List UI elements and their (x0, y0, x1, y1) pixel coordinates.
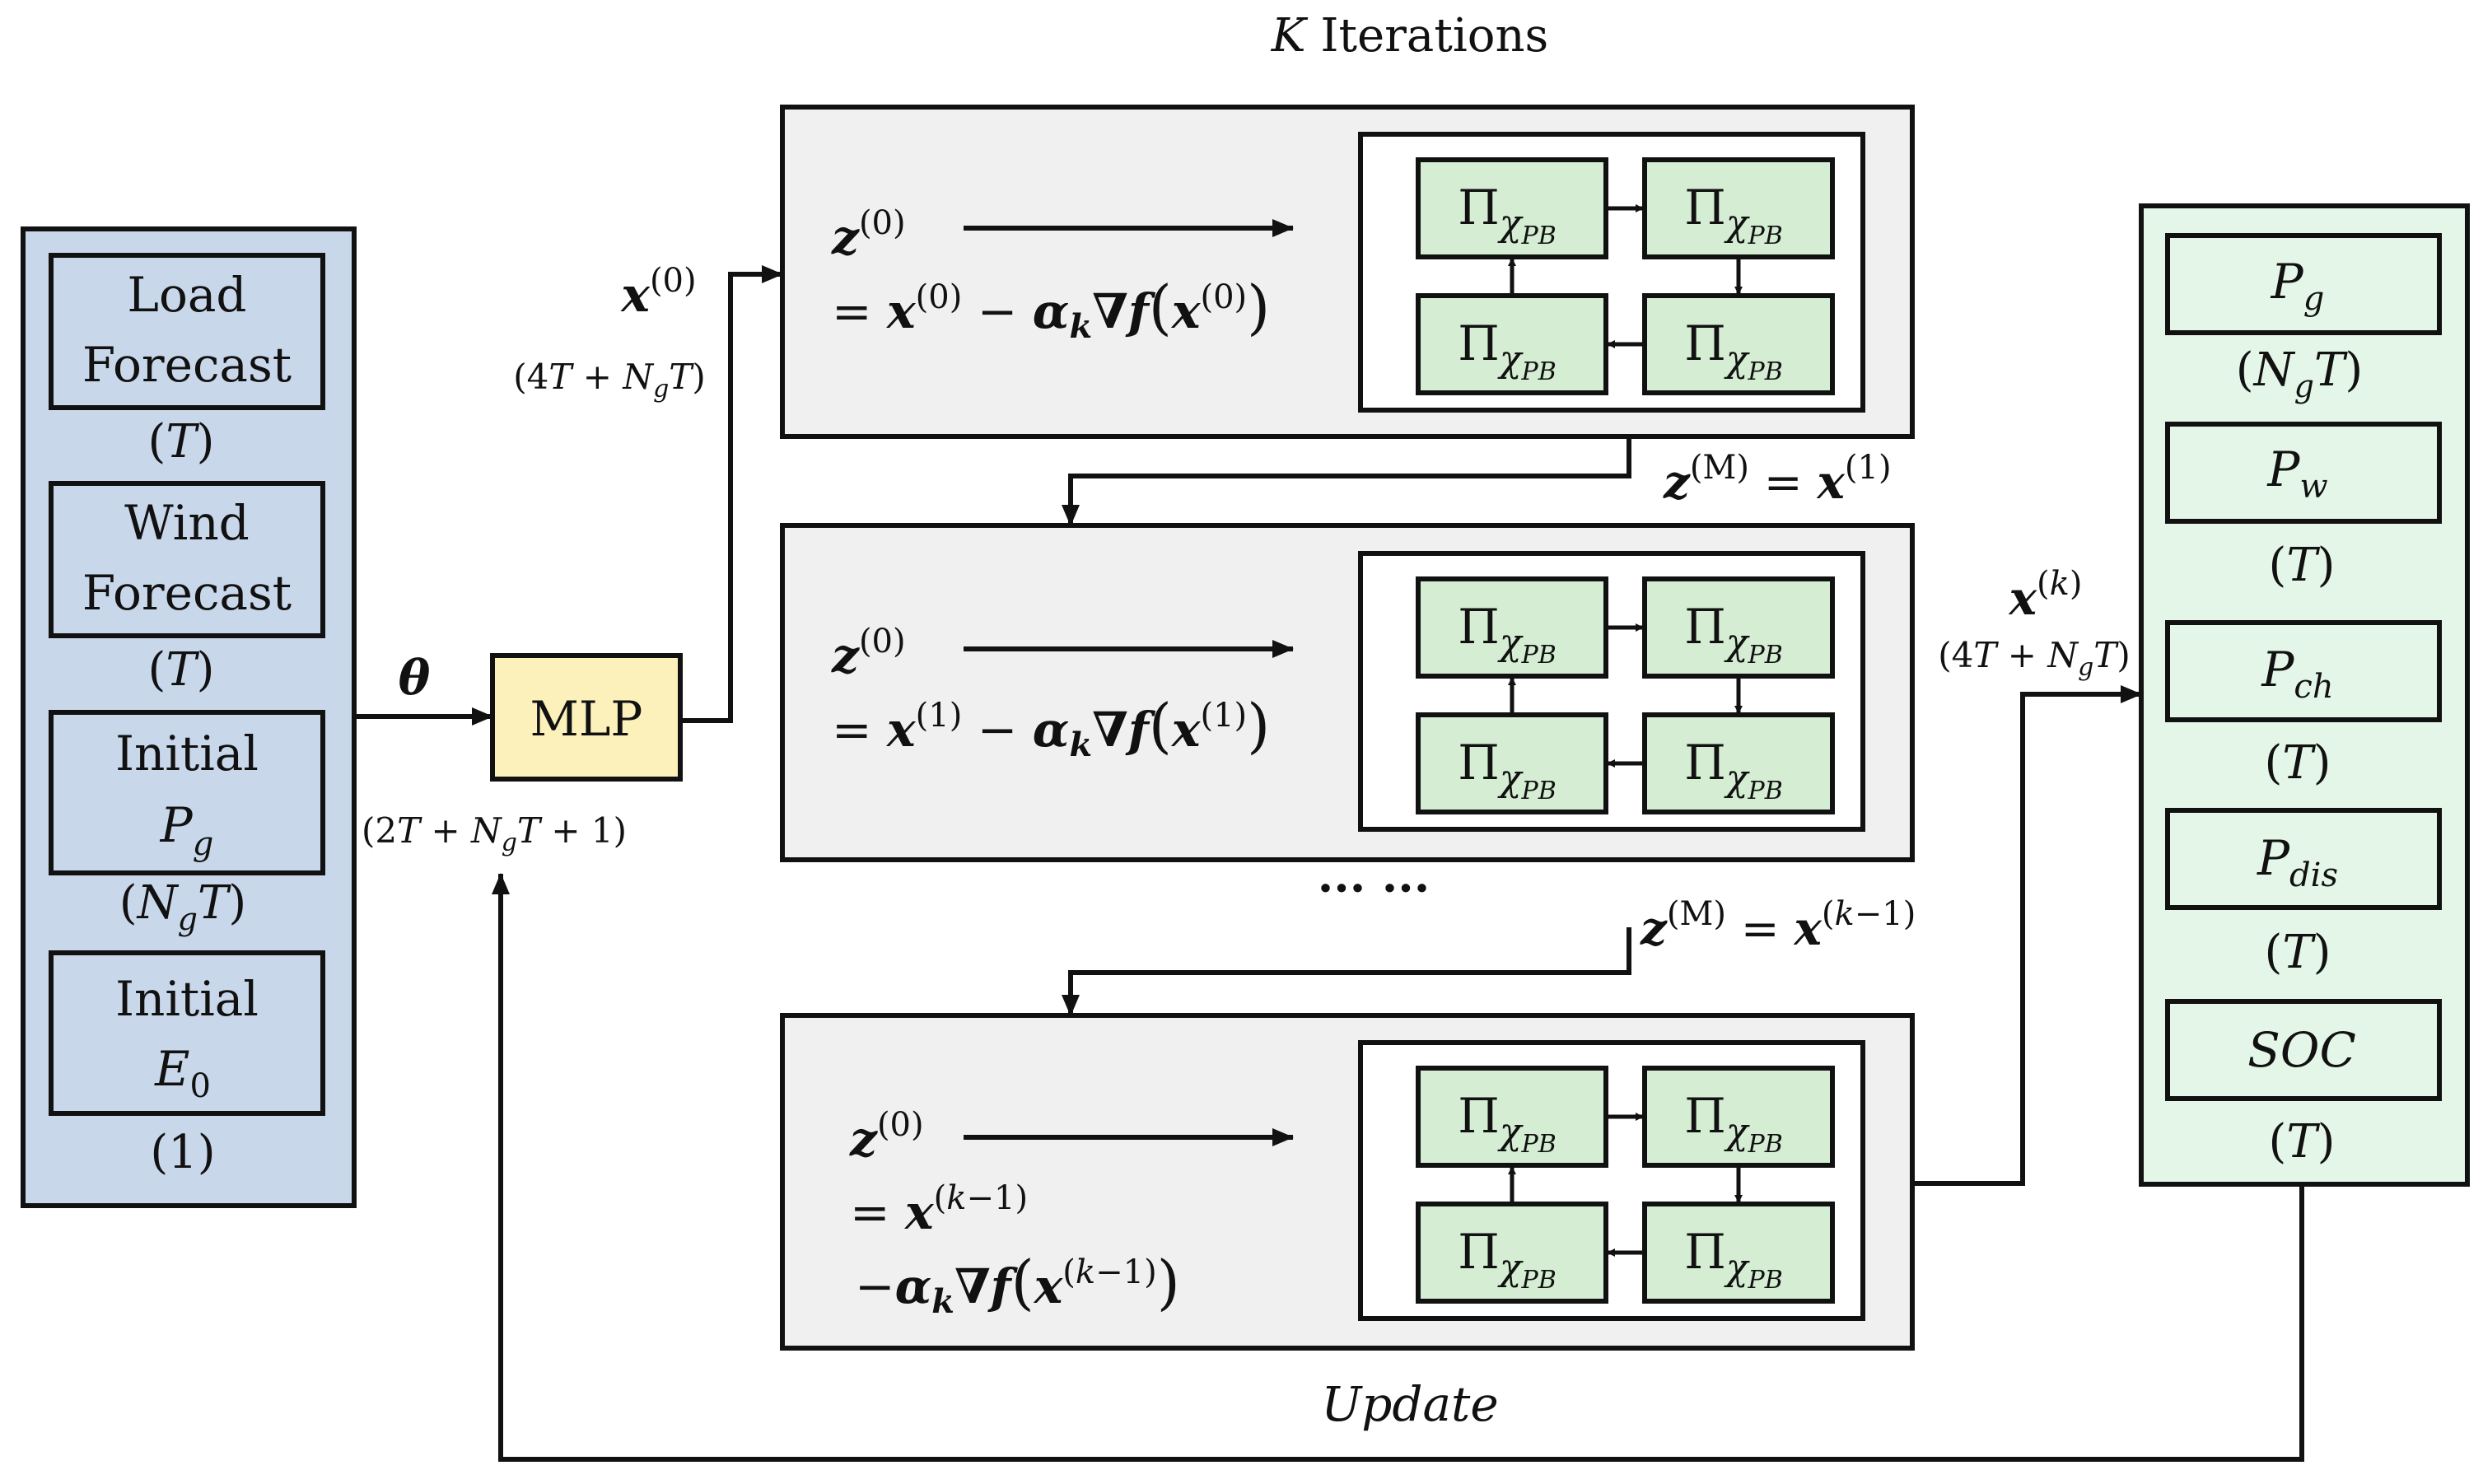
mlp-box (490, 653, 683, 782)
xk-label: x(k) (2009, 565, 2083, 626)
feedback-arrow (492, 873, 2304, 1462)
output-box-pg (2165, 233, 2442, 335)
input-load-dim: (T) (147, 415, 214, 469)
projection-label-1-bl: ΠχPB (1458, 315, 1557, 386)
link-arrow-1 (1062, 436, 1631, 526)
projection-groups: ΠχPB ΠχPB ΠχPB ΠχPB ΠχPB ΠχPB ΠχPB ΠχPB ΠχPB ΠχPB… (1358, 132, 1865, 1321)
projection-box-1-br (1642, 293, 1835, 395)
iter3-z: z(0) (849, 1106, 924, 1167)
input-e0-line2: E0 (154, 1041, 211, 1105)
title-k: K (1271, 9, 1309, 63)
projection-box-1-bl (1416, 293, 1608, 395)
ellipsis: ··· ··· (1318, 861, 1430, 916)
projection-label-2-bl: ΠχPB (1458, 735, 1557, 805)
output-panel (2139, 203, 2470, 1187)
iter1-z: z(0) (831, 204, 906, 265)
output-box-soc (2165, 999, 2442, 1101)
projection-box-2-tr (1642, 576, 1835, 679)
input-wind-line2: Forecast (82, 565, 292, 621)
output-pch-dim: (T) (2264, 736, 2331, 790)
projection-label-1-tl: ΠχPB (1458, 180, 1557, 250)
title-text: Iterations (1306, 9, 1549, 63)
input-wind-line1: Wind (124, 495, 250, 551)
projection-label-3-tl: ΠχPB (1458, 1088, 1557, 1159)
projection-label-2-br: ΠχPB (1684, 735, 1783, 805)
projection-box-1-tr (1642, 157, 1835, 259)
mlp-label: MLP (530, 691, 643, 747)
input-pg-line1: Initial (115, 726, 259, 782)
input-pg-dim: (NgT) (119, 876, 246, 937)
projection-label-1-tr: ΠχPB (1684, 180, 1783, 250)
output-box-pw (2165, 422, 2442, 524)
input-panel (21, 226, 357, 1208)
projection-label-3-bl: ΠχPB (1458, 1224, 1557, 1295)
iter2-z: z(0) (831, 623, 906, 684)
link-arrow-2 (1062, 927, 1631, 1016)
input-box-initial-pg (49, 710, 325, 875)
xk-dim: (4T + NgT) (1938, 635, 2130, 682)
x0-dim: (4T + NgT) (513, 357, 705, 404)
update-label: Update (1321, 1376, 1498, 1432)
iter2-eq: = x(1) − αk∇f(x(1)) (832, 691, 1270, 764)
output-pdis-dim: (T) (2264, 926, 2331, 979)
x0-label: x(0) (619, 262, 696, 323)
link-label-2: z(M) = x(k−1) (1640, 895, 1916, 956)
mlp-to-iter-arrow (680, 265, 783, 723)
input-load-line1: Load (127, 267, 246, 323)
output-pw-name: Pw (2266, 441, 2327, 506)
projection-box-3-tr (1642, 1066, 1835, 1168)
output-box-pch (2165, 620, 2442, 722)
input-box-load-forecast (49, 253, 325, 410)
output-soc-dim: (T) (2268, 1115, 2335, 1169)
projection-box-2-bl (1416, 712, 1608, 814)
input-e0-line1: Initial (115, 971, 259, 1027)
projection-box-3-br (1642, 1202, 1835, 1304)
projection-label-3-tr: ΠχPB (1684, 1088, 1783, 1159)
iter1-eq: = x(0) − αk∇f(x(0)) (832, 273, 1270, 346)
mlp-dim: (2T + NgT + 1) (362, 810, 627, 857)
input-e0-dim: (1) (150, 1126, 215, 1179)
projection-label-2-tr: ΠχPB (1684, 599, 1783, 670)
diagram-title: K Iterations (1271, 9, 1549, 63)
projection-box-3-bl (1416, 1202, 1608, 1304)
input-wind-dim: (T) (147, 643, 214, 697)
projection-label-3-br: ΠχPB (1684, 1224, 1783, 1295)
input-box-wind-forecast (49, 481, 325, 638)
theta-label: θ (399, 650, 431, 706)
output-pg-name: Pg (2271, 254, 2325, 318)
input-load-line2: Forecast (82, 337, 292, 393)
input-pg-line2: Pg (160, 797, 214, 863)
projection-box-2-tl (1416, 576, 1608, 679)
iter-to-output-arrow (1912, 685, 2142, 1186)
link-label-1: z(M) = x(1) (1663, 449, 1892, 510)
output-box-pdis (2165, 808, 2442, 910)
projection-label-2-tl: ΠχPB (1458, 599, 1557, 670)
projection-label-1-br: ΠχPB (1684, 315, 1783, 386)
output-pw-dim: (T) (2268, 539, 2335, 592)
output-soc-name: SOC (2247, 1022, 2356, 1078)
projection-box-2-br (1642, 712, 1835, 814)
input-box-initial-e0 (49, 950, 325, 1116)
